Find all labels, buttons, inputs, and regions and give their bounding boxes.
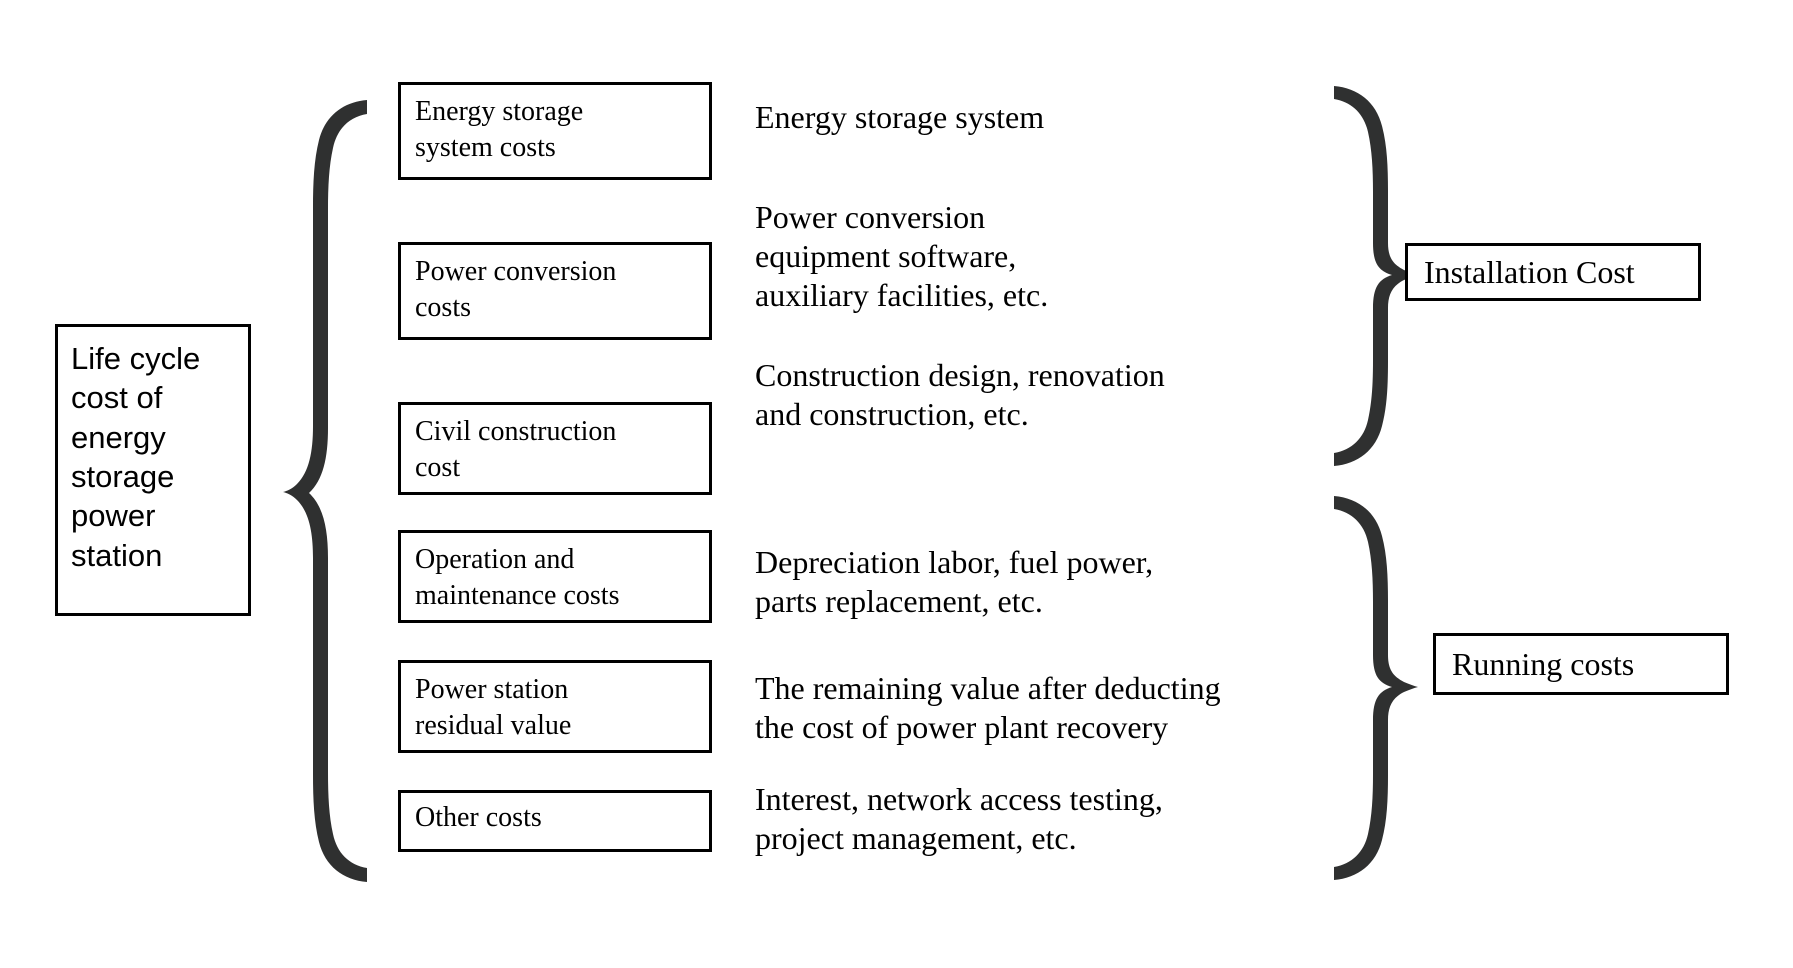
description-other-costs: Interest, network access testing, projec… — [755, 781, 1163, 857]
category-box-operation-and-maintenance-costs: Operation and maintenance costs — [398, 530, 712, 623]
running-costs-brace — [1330, 494, 1418, 882]
description-operation-and-maintenance-costs: Depreciation labor, fuel power, parts re… — [755, 544, 1154, 620]
root-node-life-cycle-cost: Life cycle cost of energy storage power … — [55, 324, 251, 616]
category-box-civil-construction-cost: Civil construction cost — [398, 402, 712, 495]
category-box-power-station-residual-value: Power station residual value — [398, 660, 712, 753]
left-grouping-brace — [283, 96, 371, 886]
installation-cost-brace — [1330, 84, 1418, 468]
category-box-energy-storage-system-costs: Energy storage system costs — [398, 82, 712, 180]
description-power-conversion-costs: Power conversion equipment software, aux… — [755, 199, 1049, 314]
group-box-installation-cost: Installation Cost — [1405, 243, 1701, 301]
description-energy-storage-system-costs: Energy storage system — [755, 99, 1045, 135]
category-box-other-costs: Other costs — [398, 790, 712, 852]
description-civil-construction-cost: Construction design, renovation and cons… — [755, 357, 1165, 433]
category-box-power-conversion-costs: Power conversion costs — [398, 242, 712, 340]
group-box-running-costs: Running costs — [1433, 633, 1729, 695]
description-power-station-residual-value: The remaining value after deducting the … — [755, 670, 1221, 746]
